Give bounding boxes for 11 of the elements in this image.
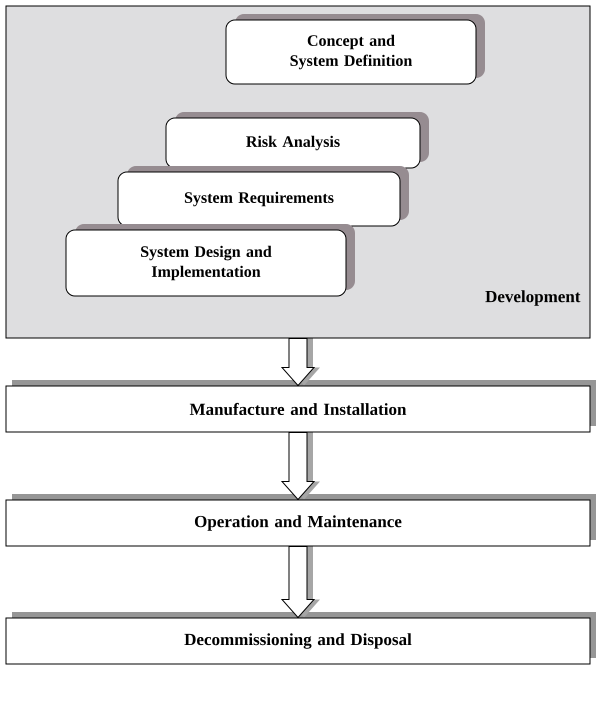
block-arrow bbox=[280, 338, 320, 386]
block-arrow bbox=[280, 432, 320, 500]
phase-box: Operation and Maintenance bbox=[6, 494, 596, 546]
stage-box: Concept and System Definition bbox=[226, 14, 485, 84]
node-label: Risk Analysis bbox=[246, 136, 340, 150]
stage-box: System Design and Implementation bbox=[66, 224, 355, 296]
block-arrow bbox=[280, 546, 320, 618]
stage-box: System Requirements bbox=[118, 166, 409, 226]
phase-box: Decommissioning and Disposal bbox=[6, 612, 596, 664]
stage-box: Risk Analysis bbox=[166, 112, 429, 168]
phase-box: Manufacture and Installation bbox=[6, 380, 596, 432]
